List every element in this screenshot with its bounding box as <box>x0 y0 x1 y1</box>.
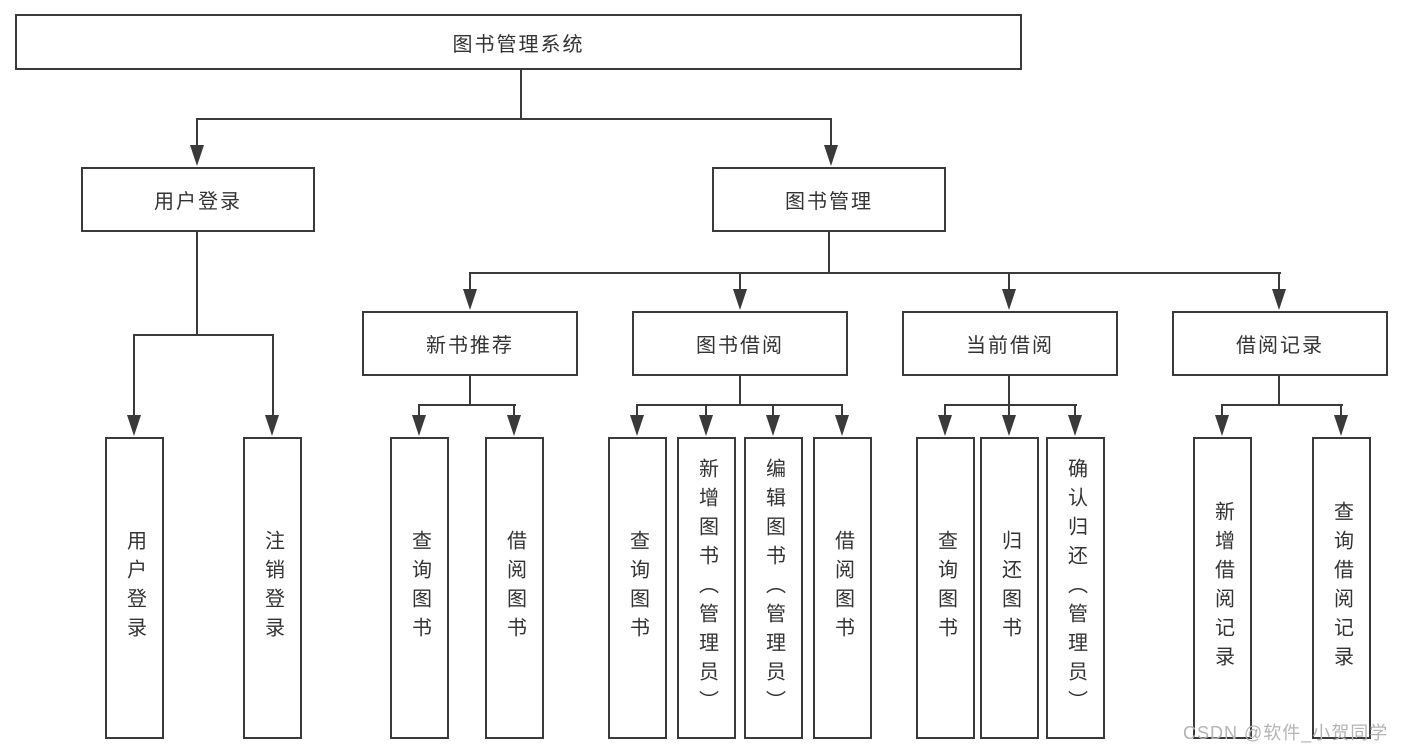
arrow-down-icon <box>1334 415 1348 436</box>
connector-line <box>418 404 420 416</box>
leaf-confirm-return-admin-label: 确认归还（管理员） <box>1064 457 1087 719</box>
leaf-logout-login: 注销登录 <box>243 437 302 739</box>
arrow-down-icon <box>265 415 279 436</box>
node-new-book-recommend-label: 新书推荐 <box>426 335 514 357</box>
node-user-login-label: 用户登录 <box>154 191 242 213</box>
connector-line <box>1221 404 1223 416</box>
connector-line <box>944 404 1077 406</box>
node-current-borrow: 当前借阅 <box>902 311 1118 376</box>
arrow-down-icon <box>766 415 780 436</box>
arrow-down-icon <box>699 415 713 436</box>
connector-line <box>772 404 774 416</box>
node-root-label: 图书管理系统 <box>452 33 585 56</box>
connector-line <box>739 272 741 291</box>
leaf-logout-login-label: 注销登录 <box>261 530 284 646</box>
connector-line <box>196 118 832 120</box>
arrow-down-icon <box>127 415 141 436</box>
connector-line <box>1008 404 1010 416</box>
leaf-borrow-books-label: 借阅图书 <box>831 530 854 646</box>
node-book-management-label: 图书管理 <box>785 191 873 213</box>
leaf-add-borrow-record-label: 新增借阅记录 <box>1211 501 1234 675</box>
leaf-recommend-query-books: 查询图书 <box>390 437 449 739</box>
leaf-add-books-admin: 新增图书（管理员） <box>677 437 736 739</box>
connector-line <box>469 272 471 291</box>
node-book-borrow-label: 图书借阅 <box>696 335 784 357</box>
arrow-down-icon <box>630 415 644 436</box>
connector-line <box>1074 404 1076 416</box>
connector-line <box>1278 272 1280 291</box>
leaf-edit-books-admin-label: 编辑图书（管理员） <box>762 457 785 719</box>
node-root: 图书管理系统 <box>15 14 1022 70</box>
leaf-current-query-books: 查询图书 <box>916 437 975 739</box>
leaf-current-query-books-label: 查询图书 <box>934 530 957 646</box>
leaf-borrow-query-books: 查询图书 <box>608 437 667 739</box>
node-book-borrow: 图书借阅 <box>632 311 848 376</box>
leaf-confirm-return-admin: 确认归还（管理员） <box>1046 437 1105 739</box>
node-borrow-records-label: 借阅记录 <box>1236 335 1324 357</box>
leaf-add-borrow-record: 新增借阅记录 <box>1193 437 1252 739</box>
leaf-add-books-admin-label: 新增图书（管理员） <box>695 457 718 719</box>
arrow-down-icon <box>1215 415 1229 436</box>
leaf-recommend-borrow-books: 借阅图书 <box>485 437 544 739</box>
leaf-recommend-borrow-books-label: 借阅图书 <box>503 530 526 646</box>
node-new-book-recommend: 新书推荐 <box>362 311 578 376</box>
connector-line <box>841 404 843 416</box>
arrow-down-icon <box>733 289 747 310</box>
leaf-borrow-query-books-label: 查询图书 <box>626 530 649 646</box>
leaf-recommend-query-books-label: 查询图书 <box>408 530 431 646</box>
leaf-query-borrow-record: 查询借阅记录 <box>1312 437 1371 739</box>
leaf-user-login: 用户登录 <box>105 437 164 739</box>
connector-line <box>469 272 1281 274</box>
arrow-down-icon <box>824 145 838 166</box>
arrow-down-icon <box>507 415 521 436</box>
connector-line <box>133 334 274 336</box>
connector-line <box>1221 404 1343 406</box>
node-borrow-records: 借阅记录 <box>1172 311 1388 376</box>
leaf-query-borrow-record-label: 查询借阅记录 <box>1330 501 1353 675</box>
connector-line <box>828 232 830 274</box>
connector-line <box>469 375 471 406</box>
connector-line <box>739 375 741 406</box>
connector-line <box>520 70 522 120</box>
connector-line <box>944 404 946 416</box>
watermark: CSDN @软件_小贺同学 <box>1183 723 1389 743</box>
node-book-management: 图书管理 <box>712 167 946 232</box>
connector-line <box>636 404 843 406</box>
leaf-return-books: 归还图书 <box>980 437 1039 739</box>
arrow-down-icon <box>190 145 204 166</box>
leaf-user-login-label: 用户登录 <box>123 530 146 646</box>
arrow-down-icon <box>1272 289 1286 310</box>
connector-line <box>1008 272 1010 291</box>
connector-line <box>705 404 707 416</box>
leaf-return-books-label: 归还图书 <box>998 530 1021 646</box>
arrow-down-icon <box>412 415 426 436</box>
connector-line <box>513 404 515 416</box>
arrow-down-icon <box>835 415 849 436</box>
arrow-down-icon <box>463 289 477 310</box>
connector-line <box>1340 404 1342 416</box>
connector-line <box>830 118 832 147</box>
leaf-edit-books-admin: 编辑图书（管理员） <box>744 437 803 739</box>
connector-line <box>636 404 638 416</box>
leaf-borrow-books: 借阅图书 <box>813 437 872 739</box>
arrow-down-icon <box>1068 415 1082 436</box>
connector-line <box>418 404 516 406</box>
connector-line <box>1008 375 1010 406</box>
node-current-borrow-label: 当前借阅 <box>966 335 1054 357</box>
arrow-down-icon <box>1002 415 1016 436</box>
connector-line <box>133 334 135 416</box>
connector-line <box>1278 375 1280 406</box>
node-user-login: 用户登录 <box>81 167 315 232</box>
arrow-down-icon <box>1002 289 1016 310</box>
connector-line <box>196 118 198 147</box>
arrow-down-icon <box>938 415 952 436</box>
connector-line <box>272 334 274 416</box>
connector-line <box>196 232 198 335</box>
